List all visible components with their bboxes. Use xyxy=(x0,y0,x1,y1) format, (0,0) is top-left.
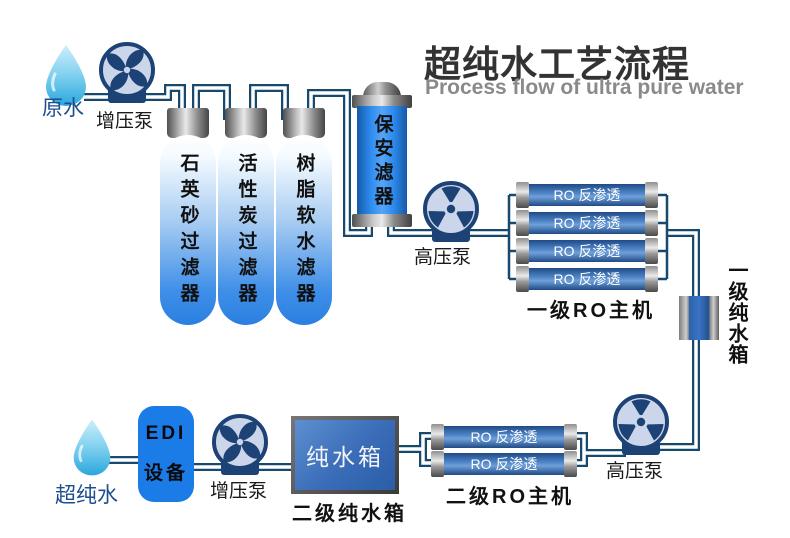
ro-tube-label: RO 反渗透 xyxy=(553,215,621,231)
fan-blades-icon xyxy=(219,421,261,463)
high-pressure-pump-2 xyxy=(613,394,669,464)
filter-quartz-sand: 石英砂过滤器 xyxy=(160,135,216,325)
stage2-tank-box-label: 纯水箱 xyxy=(306,444,384,470)
high-pressure-pump-1 xyxy=(423,181,479,251)
security-filter-bottom-cap xyxy=(352,214,412,227)
security-filter-dome xyxy=(363,82,401,97)
ro-tube-label: RO 反渗透 xyxy=(470,456,538,472)
ro-membrane-tube: RO 反渗透 xyxy=(516,210,658,236)
page-subtitle: Process flow of ultra pure water xyxy=(425,76,744,99)
booster-pump-1 xyxy=(99,42,155,112)
filter-resin-softener: 树脂软水滤器 xyxy=(276,135,332,325)
booster-pump-1-label: 增压泵 xyxy=(96,111,154,132)
filter-activated-carbon: 活性炭过滤器 xyxy=(218,135,274,325)
ro-membrane-tube: RO 反渗透 xyxy=(516,266,658,292)
fan-blades-icon xyxy=(106,49,148,91)
filter-label: 石英砂过滤器 xyxy=(177,153,199,309)
ro-membrane-tube: RO 反渗透 xyxy=(431,424,577,450)
stage1-tank-label: 一级纯水箱 xyxy=(725,260,747,365)
ultra-pure-water-drop-icon xyxy=(73,419,111,476)
ro-tube-label: RO 反渗透 xyxy=(553,187,621,203)
impeller-icon xyxy=(428,186,474,228)
filter-cap xyxy=(167,108,209,138)
booster-pump-2 xyxy=(212,414,268,484)
edi-unit: EDI 设备 xyxy=(138,406,194,502)
filter-cap xyxy=(283,108,325,138)
stage1-tank xyxy=(679,296,719,340)
filter-label: 树脂软水滤器 xyxy=(293,153,315,309)
ro-membrane-tube: RO 反渗透 xyxy=(516,238,658,264)
ro-membrane-tube: RO 反渗透 xyxy=(431,451,577,477)
impeller-icon xyxy=(618,399,664,441)
ultra-pure-water-label: 超纯水 xyxy=(55,484,118,507)
security-filter-label: 保安滤器 xyxy=(371,114,393,210)
edi-label-line1: EDI xyxy=(145,423,187,444)
ro-stage1-label: 一级RO主机 xyxy=(527,300,655,322)
booster-pump-2-label: 增压泵 xyxy=(210,481,268,502)
ro-membrane-tube: RO 反渗透 xyxy=(516,182,658,208)
ro-tube-label: RO 反渗透 xyxy=(553,243,621,259)
security-filter: 保安滤器 xyxy=(357,106,407,215)
raw-water-drop-icon xyxy=(46,45,86,106)
filter-label: 活性炭过滤器 xyxy=(235,153,257,309)
high-pressure-pump-2-label: 高压泵 xyxy=(606,461,664,482)
stage2-tank-label: 二级纯水箱 xyxy=(292,503,407,525)
edi-label-line2: 设备 xyxy=(143,463,188,484)
ro-tube-label: RO 反渗透 xyxy=(553,271,621,287)
page-title: 超纯水工艺流程 xyxy=(424,44,690,85)
high-pressure-pump-1-label: 高压泵 xyxy=(414,247,472,268)
filter-cap xyxy=(225,108,267,138)
ro-tube-label: RO 反渗透 xyxy=(470,429,538,445)
ro-stage2-label: 二级RO主机 xyxy=(446,486,574,508)
raw-water-label: 原水 xyxy=(42,97,84,120)
security-filter-top-cap xyxy=(352,95,412,108)
stage2-tank: 纯水箱 xyxy=(291,416,399,494)
